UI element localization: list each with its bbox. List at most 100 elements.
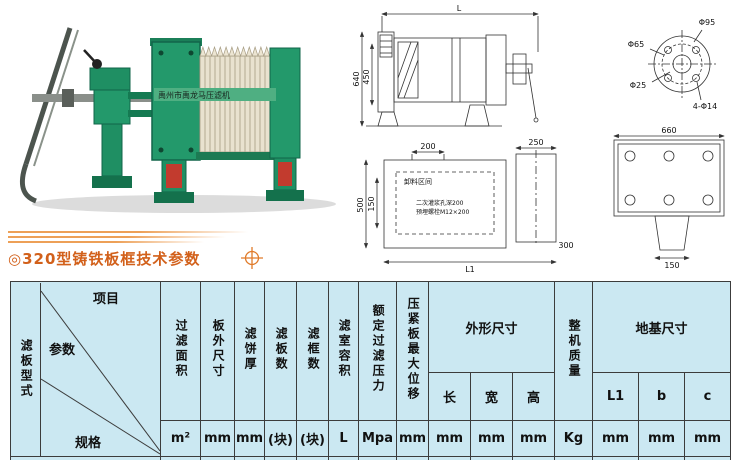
- unit-cell: (块): [296, 420, 329, 457]
- dim-300: 300: [558, 241, 573, 250]
- unit-cell: mm: [428, 420, 471, 457]
- empty-data-cell: [396, 456, 429, 460]
- section-heading: ◎320型铸铁板框技术参数: [8, 231, 348, 270]
- spec-table-wrap: 滤板型式 项目 参数 规格: [10, 281, 731, 460]
- plate-type-strip: 滤板型式: [12, 282, 41, 456]
- dim-L1: L1: [465, 265, 475, 274]
- sub-header-c: c: [684, 372, 731, 421]
- dia-65: Φ65: [628, 40, 644, 49]
- column-header-label: 压紧板最大位移: [406, 296, 421, 402]
- column-header: 滤框数: [296, 281, 329, 421]
- empty-data-cell: [264, 456, 297, 460]
- jack-lever: [19, 27, 79, 204]
- sub-header-width: 宽: [470, 372, 513, 421]
- shadow: [32, 195, 336, 213]
- dim-200: 200: [420, 142, 435, 151]
- column-header: 整机质量: [554, 281, 593, 421]
- dim-150-base: 150: [664, 261, 679, 270]
- empty-data-cell: [638, 456, 685, 460]
- empty-data-cell: [296, 456, 329, 460]
- discharge-zone-label: 卸料区间: [404, 177, 432, 186]
- dimension-labels: L 640 450 200 500 150 250 300 L1 660 150…: [352, 4, 717, 274]
- empty-data-cell: [684, 456, 731, 460]
- column-header: 滤板数: [264, 281, 297, 421]
- jack-stand: [83, 49, 154, 188]
- dia-95: Φ95: [699, 18, 715, 27]
- column-header-label: 过滤面积: [174, 319, 189, 379]
- unit-cell: Mpa: [358, 420, 397, 457]
- plate-type-label: 滤板型式: [19, 339, 34, 399]
- column-header-label: 滤饼厚: [243, 326, 258, 372]
- empty-data-cell: [234, 456, 265, 460]
- unit-cell: L: [328, 420, 359, 457]
- empty-data-cell: [470, 456, 513, 460]
- brand-text: 禹州市禹龙马压滤机: [158, 90, 230, 100]
- sub-header-b: b: [638, 372, 685, 421]
- dim-640: 640: [352, 71, 361, 86]
- foundation-size-group-header: 地基尺寸: [592, 281, 731, 373]
- empty-data-cell: [160, 456, 201, 460]
- corner-diagonal-area: 项目 参数 规格: [41, 283, 160, 456]
- column-header-label: 滤板数: [274, 326, 289, 372]
- technical-drawings: L 640 450 200 500 150 250 300 L1 660 150…: [352, 4, 725, 274]
- unit-cell: (块): [264, 420, 297, 457]
- unit-cell: mm: [470, 420, 513, 457]
- column-header-label: 板外尺寸: [211, 319, 226, 379]
- column-header: 滤饼厚: [234, 281, 265, 421]
- column-header-label: 额定过滤压力: [371, 304, 386, 394]
- diagonal-lines: [41, 290, 160, 454]
- empty-data-cell: [512, 456, 555, 460]
- unit-cell: mm: [638, 420, 685, 457]
- column-header: 板外尺寸: [200, 281, 235, 421]
- empty-data-cell: [592, 456, 639, 460]
- dia-25: Φ25: [630, 81, 646, 90]
- machine-photo: 禹州市禹龙马压滤机: [19, 27, 336, 213]
- column-header: 过滤面积: [160, 281, 201, 421]
- machine-legs: [154, 157, 304, 203]
- spec-table: 滤板型式 项目 参数 规格: [10, 281, 731, 460]
- jack-screw: [32, 89, 152, 107]
- dim-500: 500: [356, 197, 365, 212]
- unit-cell: m²: [160, 420, 201, 457]
- sub-header-L1: L1: [592, 372, 639, 421]
- unit-cell: Kg: [554, 420, 593, 457]
- crosshair-icon: [241, 247, 264, 269]
- weight-header-label: 整机质量: [567, 319, 582, 379]
- bolt-holes-label: 4-Φ14: [693, 102, 717, 111]
- unit-cell: mm: [512, 420, 555, 457]
- corner-item-label: 项目: [93, 291, 120, 307]
- drawing-linework: [359, 11, 725, 265]
- tail-plate: [269, 47, 301, 159]
- plate-stack: [196, 45, 278, 160]
- empty-data-cell: [200, 456, 235, 460]
- sub-header-length: 长: [428, 372, 471, 421]
- dim-250: 250: [528, 138, 543, 147]
- column-header: 压紧板最大位移: [396, 281, 429, 421]
- column-header: 额定过滤压力: [358, 281, 397, 421]
- column-header: 滤室容积: [328, 281, 359, 421]
- bolt-note: 预埋螺栓M12×200: [416, 208, 469, 216]
- dim-450: 450: [362, 69, 371, 84]
- column-header-label: 滤室容积: [337, 319, 352, 379]
- dim-L: L: [457, 4, 462, 13]
- sub-header-height: 高: [512, 372, 555, 421]
- dim-150: 150: [367, 196, 376, 211]
- grout-note: 二次灌浆孔深200: [416, 199, 464, 207]
- unit-cell: mm: [234, 420, 265, 457]
- plan-notes: 卸料区间 二次灌浆孔深200 预埋螺栓M12×200: [404, 177, 469, 216]
- column-header-label: 滤框数: [306, 326, 321, 372]
- unit-cell: mm: [200, 420, 235, 457]
- dim-660: 660: [661, 126, 676, 135]
- overall-size-group-header: 外形尺寸: [428, 281, 555, 373]
- unit-cell: mm: [684, 420, 731, 457]
- corner-param-label: 参数: [49, 342, 76, 358]
- unit-cell: mm: [592, 420, 639, 457]
- empty-data-cell: [10, 456, 161, 460]
- brand-band: [154, 88, 276, 101]
- empty-data-cell: [554, 456, 593, 460]
- heading-decor-lines: [8, 231, 348, 243]
- empty-data-cell: [358, 456, 397, 460]
- corner-spec-label: 规格: [75, 435, 102, 451]
- section-title: ◎320型铸铁板框技术参数: [8, 249, 201, 268]
